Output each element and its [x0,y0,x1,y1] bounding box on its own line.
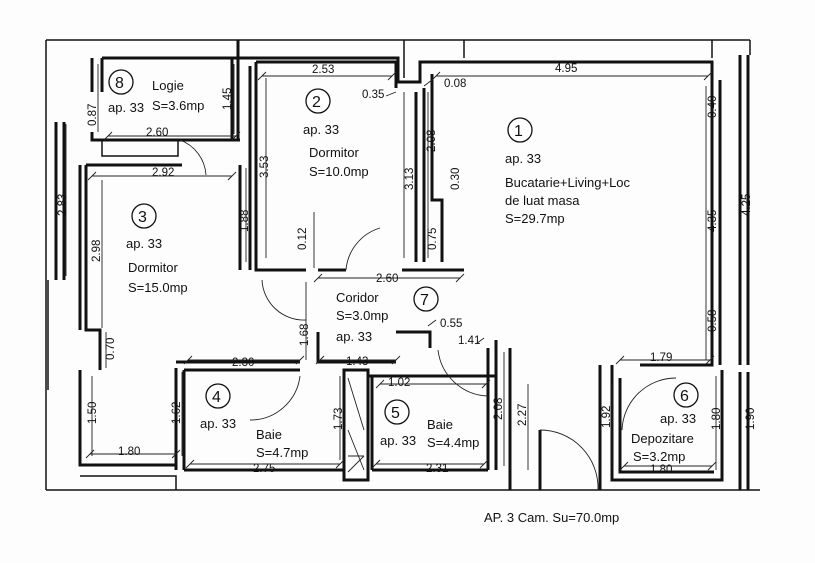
room-name: Dormitor [128,260,179,275]
dimension-label: 1.92 [601,406,613,428]
room-apartment: ap. 33 [126,236,162,251]
room-area: S=10.0mp [309,164,369,179]
room-area: S=4.7mp [256,445,308,460]
room-7-marker [413,286,439,312]
dimension-label: 0.08 [444,78,466,90]
dimension-label: 1.80 [118,446,140,458]
room-2-marker [305,88,331,114]
dimension-label: 0.58 [707,310,719,332]
dimension-label: 2.30 [232,357,254,369]
room-number: 7 [420,292,429,309]
dimension-lines [65,64,717,470]
doors [179,139,677,491]
dimension-label: 2.08 [493,398,505,420]
dimension-label: 2.83 [57,194,69,216]
dimension-label: 1.90 [745,408,757,430]
room-area: S=4.4mp [427,435,479,450]
dimension-label: 1.80 [650,464,672,476]
room-area: S=29.7mp [505,211,565,226]
dimension-label: 0.30 [450,168,462,190]
room-apartment: ap. 33 [200,416,236,431]
room-apartment: ap. 33 [660,411,696,426]
room-number: 2 [312,94,321,111]
room-area: S=3.2mp [633,449,685,464]
room-8-marker [108,69,134,95]
dimension-label: 2.31 [426,463,448,475]
dimension-label: 1.62 [171,402,183,424]
dimension-label: 0.75 [427,228,439,250]
dimension-label: 4.95 [555,63,577,75]
room-number: 4 [212,389,221,406]
dimension-label: 2.98 [91,240,103,262]
dimension-label: 1.41 [458,335,480,347]
room-name: Baie [427,417,453,432]
dimension-label: 1.68 [299,324,311,346]
room-name: Depozitare [631,431,694,446]
room-apartment: ap. 33 [336,329,372,344]
room-area: S=15.0mp [128,280,188,295]
dimension-label: 1.50 [87,402,99,424]
dimension-label: 3.13 [404,168,416,190]
dimension-ticks [85,71,717,471]
room-1-marker [507,117,533,143]
room-area: S=3.0mp [336,308,388,323]
dimension-label: 1.79 [650,352,672,364]
room-name: Baie [256,427,282,442]
dimension-label: 2.60 [146,127,168,139]
room-apartment: ap. 33 [505,151,541,166]
room-name: Coridor [336,290,379,305]
room-apartment: ap. 33 [380,433,416,448]
dimension-label: 2.60 [376,273,398,285]
dimension-label: 1.45 [222,88,234,110]
dimension-labels: 2.53 0.35 0.08 4.95 2.60 2.92 2.60 0.55 … [57,63,757,476]
room-name-line2: de luat masa [505,193,580,208]
room-area: S=3.6mp [152,98,204,113]
dimension-label: 1.02 [388,377,410,389]
dimension-label: 0.87 [87,104,99,126]
room-name: Dormitor [309,145,360,160]
room-6-marker [673,382,699,408]
room-number: 5 [391,405,400,422]
room-number: 1 [514,123,523,140]
room-labels: 8 Logie ap. 33 S=3.6mp 2 ap. 33 Dormitor… [108,75,696,464]
dimension-label: 2.53 [312,64,334,76]
dimension-label: 4.25 [741,194,753,216]
dimension-label: 1.80 [711,408,723,430]
room-name: Logie [152,78,184,93]
plan-caption: AP. 3 Cam. Su=70.0mp [484,510,619,525]
dimension-label: 2.75 [253,463,275,475]
dimension-label: 0.35 [362,89,384,101]
dimension-label: 3.53 [259,156,271,178]
room-number: 3 [138,209,147,226]
room-5-marker [384,399,410,425]
dimension-label: 0.40 [707,96,719,118]
room-number: 8 [115,75,124,92]
dimension-label: 0.70 [105,338,117,360]
walls [45,39,760,491]
dimension-label: 2.92 [152,167,174,179]
room-number-markers [108,69,699,425]
room-apartment: ap. 33 [108,100,144,115]
room-name-line1: Bucatarie+Living+Loc [505,175,631,190]
dimension-label: 4.35 [707,210,719,232]
room-4-marker [205,383,231,409]
room-apartment: ap. 33 [303,122,339,137]
dimension-label: 0.55 [440,318,462,330]
dimension-label: 2.27 [517,404,529,426]
dimension-label: 1.43 [346,356,368,368]
dimension-label: 0.12 [297,228,309,250]
dimension-label: 2.08 [426,130,438,152]
dimension-label: 1.88 [239,210,251,232]
room-number: 6 [680,388,689,405]
dimension-label: 1.73 [333,408,345,430]
room-3-marker [131,203,157,229]
